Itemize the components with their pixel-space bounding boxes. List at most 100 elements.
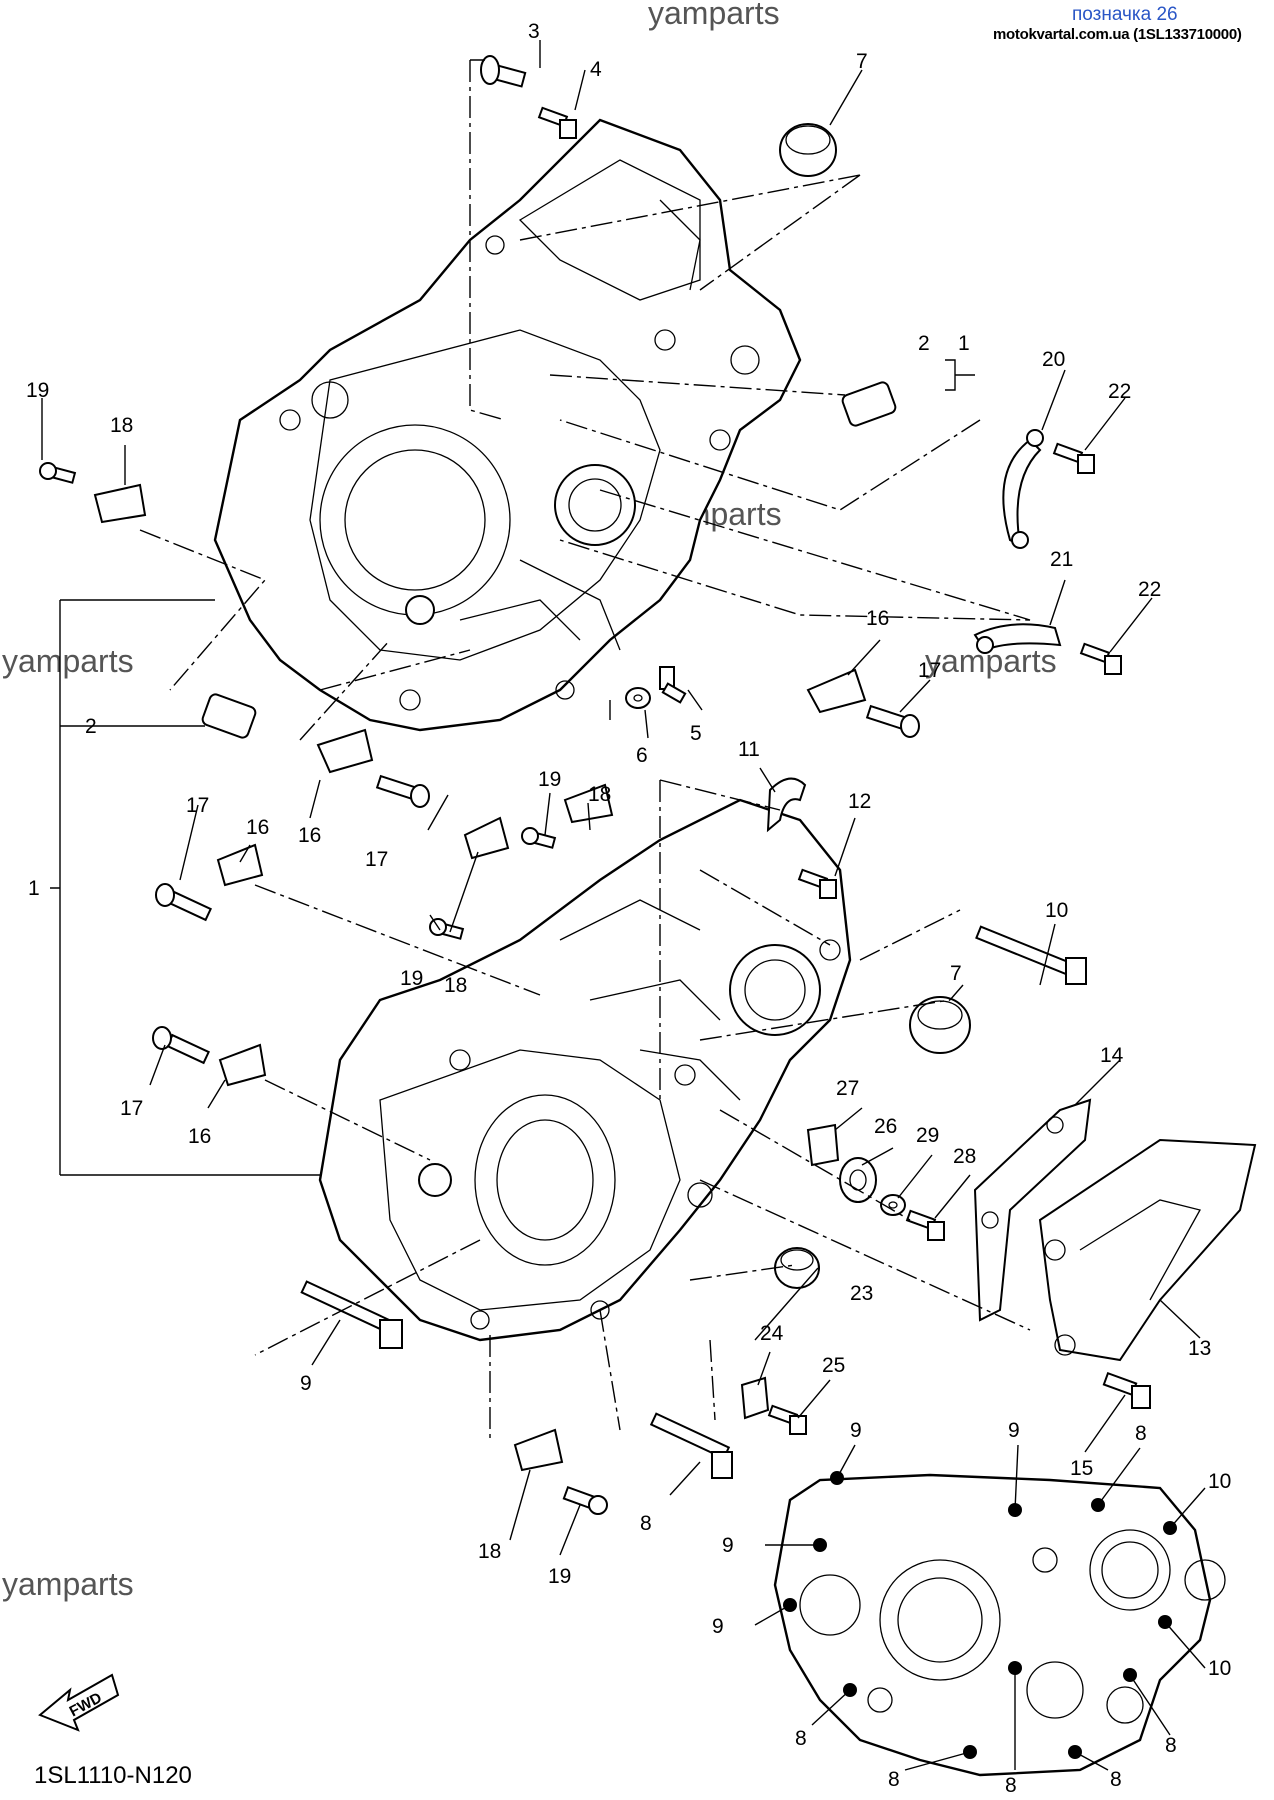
part-4-bolt[interactable] — [537, 106, 577, 139]
part-5-bolt[interactable] — [659, 666, 687, 704]
callout-17-left-upper: 17 — [365, 848, 388, 871]
part-22-bolt-b[interactable] — [1079, 642, 1122, 675]
part-23-oil-seal[interactable] — [774, 1247, 820, 1289]
callout-16-left-upper: 16 — [298, 824, 321, 847]
callout-19-center: 19 — [538, 768, 561, 791]
callout-13: 13 — [1188, 1337, 1211, 1360]
callout-5: 5 — [690, 722, 702, 745]
part-8-long-bolt[interactable] — [649, 1412, 733, 1479]
part-16-plate-c[interactable] — [216, 843, 264, 887]
part-12-bolt[interactable] — [797, 868, 837, 899]
part-2-dowel-pin-left[interactable] — [201, 693, 257, 739]
part-26-bearing[interactable] — [839, 1157, 877, 1203]
part-3-bolt[interactable] — [480, 55, 527, 88]
part-17-screw-b[interactable] — [375, 774, 430, 808]
part-6-washer[interactable] — [625, 687, 651, 709]
callout-18-bottom: 18 — [478, 1540, 501, 1563]
part-16-plate-a[interactable] — [806, 668, 867, 714]
callout-16-left-lower: 16 — [188, 1125, 211, 1148]
callout-21: 21 — [1050, 548, 1073, 571]
part-7-oil-seal-upper[interactable] — [779, 123, 837, 177]
callout-19-bottom: 19 — [548, 1565, 571, 1588]
callout-9-inset-mid: 9 — [1008, 1419, 1020, 1442]
watermark-left-lower: yamparts — [2, 1566, 134, 1602]
part-22-bolt-a[interactable] — [1052, 442, 1095, 474]
watermark-top: yamparts — [648, 0, 780, 31]
callout-3: 3 — [528, 20, 540, 43]
callout-29: 29 — [916, 1124, 939, 1147]
part-18-plate-d[interactable] — [513, 1428, 564, 1472]
callout-8-center: 8 — [640, 1512, 652, 1535]
callout-19-lower-center: 19 — [400, 967, 423, 990]
callout-8-inset-left: 8 — [795, 1727, 807, 1750]
leader-lines — [41, 40, 1206, 1771]
part-16-plate-d[interactable] — [218, 1043, 267, 1087]
part-15-bolt[interactable] — [1102, 1371, 1151, 1409]
callout-12: 12 — [848, 790, 871, 813]
callout-8-inset-bottom-left: 8 — [888, 1768, 900, 1791]
watermark-left-upper: yamparts — [2, 643, 134, 679]
callout-9-left: 9 — [300, 1372, 312, 1395]
callout-27: 27 — [836, 1077, 859, 1100]
part-label-link[interactable]: позначка 26 — [1072, 4, 1178, 25]
part-25-bolt[interactable] — [767, 1404, 807, 1435]
callout-19-upper-left: 19 — [26, 379, 49, 402]
callout-10-inset-top: 10 — [1208, 1470, 1231, 1493]
part-17-screw-c[interactable] — [155, 883, 212, 922]
part-16-plate-b[interactable] — [316, 728, 374, 774]
callout-18-center: 18 — [588, 783, 611, 806]
callout-17-right: 17 — [918, 659, 941, 682]
callout-16-right: 16 — [866, 607, 889, 630]
callout-7-upper: 7 — [856, 50, 868, 73]
callout-23: 23 — [850, 1282, 873, 1305]
callout-labels: 3 4 7 2 1 20 22 19 18 21 22 16 17 5 6 2 … — [26, 20, 1231, 1797]
callout-20: 20 — [1042, 348, 1065, 371]
part-13-sprocket-cover[interactable] — [1038, 1138, 1257, 1362]
callout-24: 24 — [760, 1322, 784, 1345]
callout-18-upper-left: 18 — [110, 414, 133, 437]
fwd-arrow-icon: FWD — [38, 1673, 120, 1732]
part-10-long-bolt[interactable] — [975, 925, 1087, 985]
part-2-dowel-pin-right[interactable] — [841, 381, 897, 427]
part-28-bolt[interactable] — [905, 1209, 945, 1241]
part-19-screw-d[interactable] — [562, 1485, 608, 1515]
callout-8-inset-right: 8 — [1165, 1734, 1177, 1757]
diagram-code: 1SL1110-N120 — [34, 1762, 192, 1789]
part-24-plate[interactable] — [740, 1376, 770, 1420]
callout-17-left-mid: 17 — [186, 794, 209, 817]
part-17-screw-d[interactable] — [152, 1026, 210, 1065]
callout-28: 28 — [953, 1145, 976, 1168]
part-18-plate-a[interactable] — [93, 483, 147, 524]
part-27-collar[interactable] — [806, 1123, 840, 1167]
part-20-clamp[interactable] — [1002, 429, 1044, 549]
callout-9-inset-left-upper: 9 — [722, 1534, 734, 1557]
part-19-screw-a[interactable] — [39, 462, 77, 484]
callout-10-inset-bottom: 10 — [1208, 1657, 1231, 1680]
callout-1-right: 1 — [958, 332, 970, 355]
callout-10-upper: 10 — [1045, 899, 1068, 922]
callout-9-inset-top: 9 — [850, 1419, 862, 1442]
crankcase-left-half — [318, 798, 852, 1342]
callout-2-right: 2 — [918, 332, 930, 355]
callout-2-left: 2 — [85, 715, 97, 738]
callout-8-inset-bottom-center: 8 — [1005, 1774, 1017, 1797]
callout-17-left-lower: 17 — [120, 1097, 143, 1120]
callout-7-lower: 7 — [950, 962, 962, 985]
part-19-screw-b[interactable] — [521, 827, 557, 849]
callout-4: 4 — [590, 58, 602, 81]
callout-1-left: 1 — [28, 877, 40, 900]
part-29-washer[interactable] — [880, 1194, 906, 1216]
callout-11: 11 — [738, 738, 760, 761]
callout-16-left-mid: 16 — [246, 816, 269, 839]
callout-14: 14 — [1100, 1044, 1124, 1067]
part-18-plate-c[interactable] — [463, 816, 510, 860]
part-9-long-bolt[interactable] — [300, 1280, 403, 1349]
source-reference: motokvartal.com.ua (1SL133710000) — [993, 26, 1242, 43]
part-17-screw-a[interactable] — [865, 704, 920, 738]
part-21-clamp[interactable] — [973, 623, 1062, 654]
callout-22-lower: 22 — [1138, 578, 1161, 601]
part-14-gasket[interactable] — [973, 1098, 1092, 1322]
part-11-bracket[interactable] — [766, 777, 807, 833]
callout-6: 6 — [636, 744, 648, 767]
